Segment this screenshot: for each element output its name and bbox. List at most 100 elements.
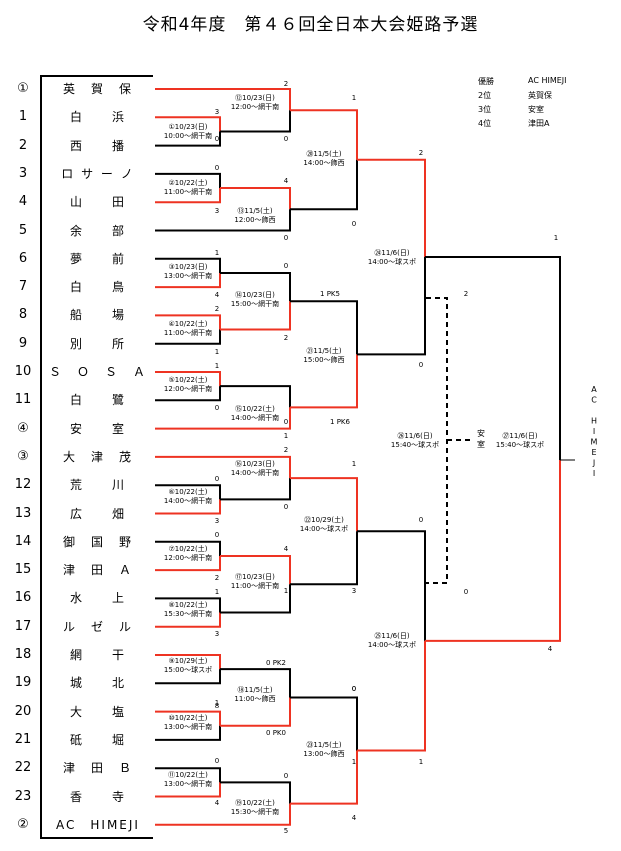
match-info-time: 13:00～飾西 [303, 749, 344, 758]
final-top [425, 256, 561, 460]
team-name: 大 塩 [69, 704, 126, 719]
match14-top [220, 271, 291, 302]
team-seed: 2 [18, 137, 28, 153]
match-info-time: 15:40～球スポ [391, 440, 439, 449]
team-seed: 3 [18, 165, 28, 181]
page-title: 令和4年度 第４６回全日本大会姫路予選 [142, 15, 479, 35]
standing-team: 英賀保 [528, 91, 552, 100]
team-name: 英 賀 保 [62, 82, 133, 96]
standing-rank: 2位 [478, 91, 492, 100]
match-score: 0 [464, 588, 468, 596]
match3-top [155, 257, 221, 273]
team-name: ロ サ ー ノ [61, 166, 135, 181]
match17-bottom [220, 584, 291, 614]
match24-bottom [357, 257, 426, 356]
match24-top [357, 158, 426, 258]
match13-top [220, 187, 291, 210]
team-name: 白 浜 [69, 110, 126, 125]
match-score: 2 [284, 80, 288, 88]
match21-bottom [290, 354, 358, 409]
match22-bottom [290, 531, 358, 586]
match-score: 1 PK6 [330, 418, 350, 426]
match-score: 3 [215, 207, 219, 215]
team-name: 津 田 Ｂ [62, 761, 133, 776]
team-seed: 19 [14, 675, 32, 691]
match-score: 0 [284, 418, 288, 426]
match6-bottom [155, 499, 221, 515]
match10-top [155, 710, 221, 726]
match-score: 0 [352, 220, 356, 228]
third-place-label: 安室 [477, 428, 485, 449]
team-seed: ③ [17, 448, 29, 464]
team-name: 西 播 [69, 138, 126, 153]
match-info-date: ④10/22(土) [169, 319, 208, 328]
match5-top [155, 371, 221, 387]
match21-top [290, 300, 358, 355]
match-score: 2 [284, 446, 288, 454]
match-info-date: ⑪10/22(土) [168, 770, 208, 779]
match-score: 0 [352, 685, 356, 693]
match-score: 4 [548, 645, 553, 653]
team-name: 山 田 [69, 195, 126, 210]
standing-rank: 3位 [478, 105, 492, 114]
match12-bottom [220, 110, 291, 133]
match7-bottom [155, 555, 221, 572]
team-seed: 15 [14, 562, 32, 578]
team-name: 城 北 [69, 676, 126, 691]
standing-rank: 優勝 [478, 77, 494, 86]
match-score: 2 [284, 334, 288, 342]
match-info-date: ⑥10/22(土) [169, 487, 208, 496]
match10-bottom [155, 725, 221, 741]
match-score: 0 [419, 516, 423, 524]
team-name: 白 鳥 [69, 280, 126, 295]
match-score: 2 [419, 149, 423, 157]
match-info-time: 13:00～網干南 [164, 722, 212, 731]
match-score: 0 [284, 135, 288, 143]
match1-top [155, 116, 221, 132]
match19-bottom [155, 803, 291, 826]
match-info-time: 15:40～球スポ [496, 440, 544, 449]
match-info-date: ⑦10/22(土) [169, 544, 208, 553]
match1-bottom [155, 131, 221, 147]
match5-bottom [155, 386, 221, 402]
match4-top [155, 314, 221, 330]
match-score: 1 [215, 249, 219, 257]
match-info-date: ⑨10/29(土) [169, 656, 208, 665]
match-info-time: 13:00～網干南 [164, 779, 212, 788]
team-seed: 14 [14, 533, 32, 549]
match-score: 0 [419, 361, 423, 369]
match-score: 0 [215, 475, 219, 483]
team-seed: 13 [14, 505, 32, 521]
match3-bottom [155, 272, 221, 289]
team-seed: ① [17, 81, 29, 96]
match-info-date: ②10/22(土) [169, 178, 208, 187]
match-info-date: ⑲10/22(土) [235, 798, 275, 807]
match-score: 1 PK5 [320, 290, 340, 298]
standing-team: AC HIMEJI [528, 76, 567, 85]
match-info-date: ①10/23(日) [169, 123, 208, 131]
team-name: ル ゼ ル [62, 619, 133, 634]
team-name: 津 田 Ａ [62, 563, 133, 578]
standing-row: 3位 安室 [478, 104, 567, 118]
match20-bottom [290, 159, 358, 211]
match-info-time: 15:00～網干南 [231, 299, 279, 308]
match22-top [290, 477, 358, 532]
standing-team: 安室 [528, 105, 544, 114]
match9-top [155, 654, 221, 670]
match-score: 1 [215, 362, 219, 370]
match-score: 2 [215, 574, 219, 582]
match-info-time: 15:00～球スポ [164, 665, 212, 674]
match-info-date: ⑳11/5(土) [306, 149, 341, 158]
match6-top [155, 484, 221, 500]
team-seed: 4 [18, 194, 28, 210]
match-info-date: ㉕11/6(日) [374, 632, 409, 640]
match-score: 1 [215, 699, 219, 707]
match-score: 1 [284, 587, 288, 595]
team-seed: 23 [14, 788, 32, 804]
match-info-date: ⑩10/22(土) [169, 713, 208, 722]
match-info-time: 12:00～網干南 [164, 553, 212, 562]
team-name: 広 畑 [69, 506, 126, 521]
match11-bottom [155, 782, 221, 798]
